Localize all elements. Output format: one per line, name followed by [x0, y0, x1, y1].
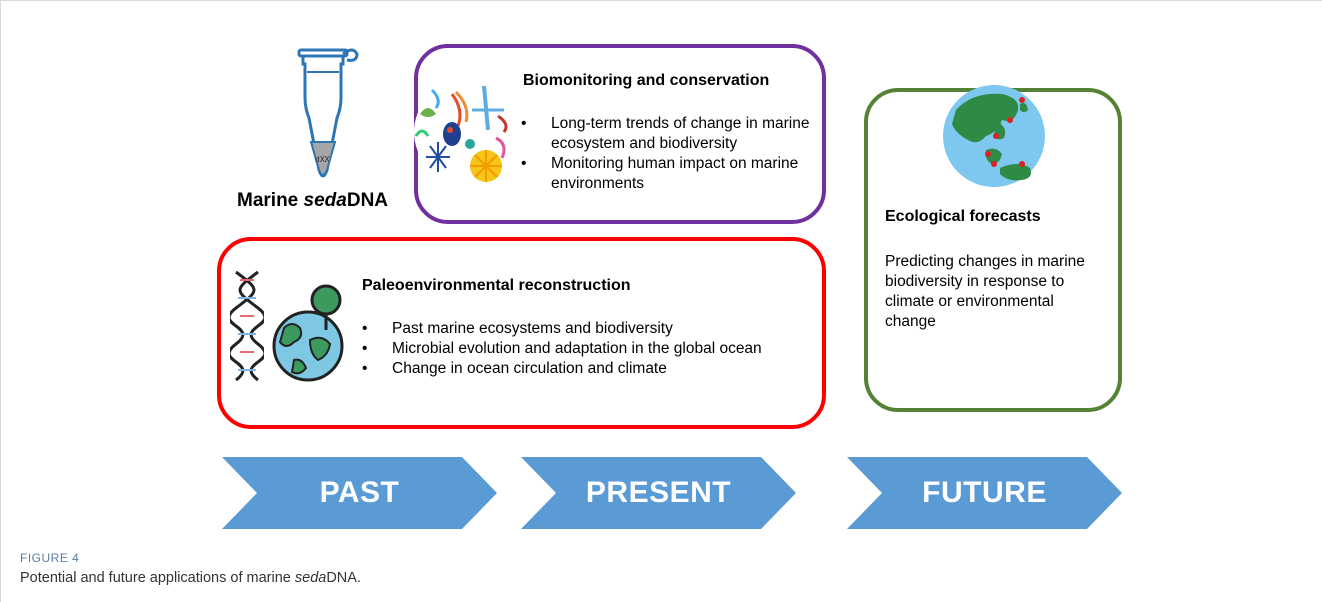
caption-suffix: DNA. — [326, 570, 361, 586]
figure-frame-top — [0, 0, 1322, 1]
timeline-label-past: PAST — [319, 476, 400, 509]
figure-frame-left — [0, 0, 1, 602]
present-box-title: Biomonitoring and conservation — [523, 72, 770, 89]
caption-prefix: Potential and future applications of mar… — [20, 570, 295, 586]
timeline-arrow-present: PRESENT — [521, 457, 796, 529]
svg-text:dXX: dXX — [315, 155, 330, 164]
timeline-label-present: PRESENT — [585, 476, 732, 509]
sample-label: Marine sedaDNA — [237, 190, 388, 212]
sample-label-italic: seda — [303, 190, 347, 211]
figure-label: FIGURE 4 — [20, 551, 80, 565]
past-bullet: Change in ocean circulation and climate — [362, 359, 812, 379]
earth-tree-icon — [270, 280, 350, 384]
dna-helix-icon — [227, 270, 267, 382]
timeline-label-future: FUTURE — [922, 476, 1047, 509]
figure-caption: Potential and future applications of mar… — [20, 570, 361, 586]
past-bullets: Past marine ecosystems and biodiversity … — [362, 319, 812, 379]
sample-label-prefix: Marine — [237, 190, 304, 211]
present-bullets: Long-term trends of change in marine eco… — [521, 114, 821, 194]
microcentrifuge-tube-icon: dXX — [287, 38, 359, 186]
present-bullet: Monitoring human impact on marine enviro… — [521, 154, 821, 194]
sample-label-suffix: DNA — [346, 190, 389, 211]
present-bullet: Long-term trends of change in marine eco… — [521, 114, 821, 154]
timeline-arrow-past: PAST — [222, 457, 497, 529]
past-bullet: Microbial evolution and adaptation in th… — [362, 339, 812, 359]
plankton-collage-icon — [412, 80, 516, 184]
caption-italic: seda — [294, 570, 327, 586]
timeline-arrow-future: FUTURE — [847, 457, 1122, 529]
future-box-title: Ecological forecasts — [885, 208, 1041, 225]
past-box-title: Paleoenvironmental reconstruction — [362, 277, 631, 294]
past-bullet: Past marine ecosystems and biodiversity — [362, 319, 812, 339]
globe-with-markers-icon — [938, 80, 1050, 192]
future-description: Predicting changes in marine biodiversit… — [885, 253, 1085, 330]
